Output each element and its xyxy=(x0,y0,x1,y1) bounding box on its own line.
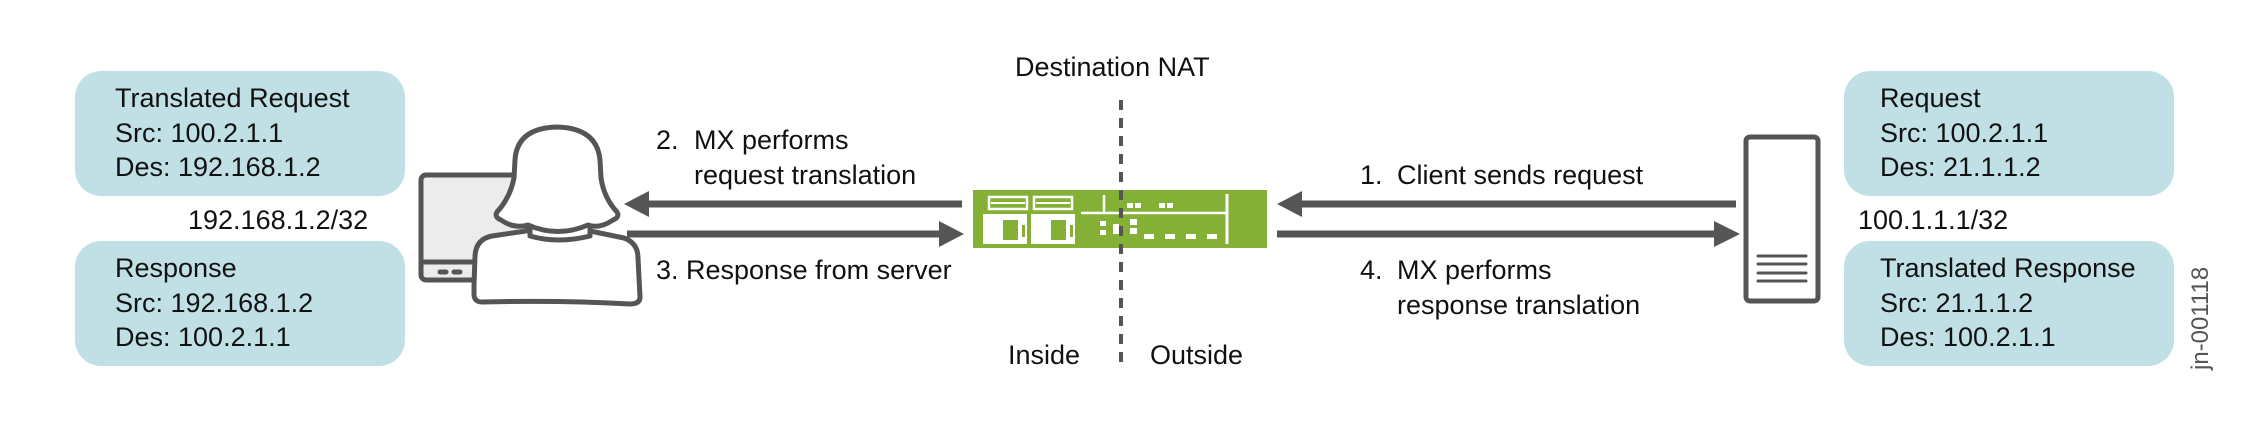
translated-request-box: Translated Request Src: 100.2.1.1 Des: 1… xyxy=(75,71,405,196)
box-heading: Request xyxy=(1880,83,1981,113)
box-heading: Response xyxy=(115,253,237,283)
step2-line2: request translation xyxy=(694,160,917,190)
step1-number: 1. xyxy=(1360,160,1383,190)
box-des: Des: 21.1.1.2 xyxy=(1880,152,2041,182)
arrow-step2-to-user xyxy=(624,191,962,217)
box-heading: Translated Request xyxy=(115,83,350,113)
step2-line1: MX performs xyxy=(694,125,849,155)
server-address-label: 100.1.1.1/32 xyxy=(1858,205,2009,235)
box-src: Src: 100.2.1.1 xyxy=(1880,117,2049,148)
figure-id: jn-001118 xyxy=(2187,266,2214,370)
arrow-step4-to-server xyxy=(1277,221,1740,247)
box-des: Des: 100.2.1.1 xyxy=(1880,322,2056,352)
step4-line1: MX performs xyxy=(1397,255,1552,285)
inside-zone-label: Inside xyxy=(1008,340,1081,370)
step4-number: 4. xyxy=(1360,255,1383,285)
outside-zone-label: Outside xyxy=(1150,340,1244,370)
box-src: Src: 21.1.1.2 xyxy=(1880,287,2034,318)
step3-number: 3. xyxy=(656,255,679,285)
box-heading: Translated Response xyxy=(1880,253,2136,283)
translated-response-box: Translated Response Src: 21.1.1.2 Des: 1… xyxy=(1844,241,2174,366)
step2-number: 2. xyxy=(656,125,679,155)
user-at-computer-icon xyxy=(418,124,643,307)
server-icon xyxy=(1743,134,1821,304)
arrow-step3-to-router xyxy=(627,221,964,247)
box-des: Des: 100.2.1.1 xyxy=(115,322,291,352)
box-src: Src: 100.2.1.1 xyxy=(115,117,284,148)
diagram-title: Destination NAT xyxy=(1015,52,1210,82)
arrow-step1-to-router xyxy=(1277,191,1736,217)
client-address-label: 192.168.1.2/32 xyxy=(188,205,369,235)
step1-line1: Client sends request xyxy=(1397,160,1644,190)
person-icon xyxy=(471,124,643,307)
box-src: Src: 192.168.1.2 xyxy=(115,287,314,318)
step3-line1: Response from server xyxy=(686,255,952,285)
request-box: Request Src: 100.2.1.1 Des: 21.1.1.2 xyxy=(1844,71,2174,196)
box-des: Des: 192.168.1.2 xyxy=(115,152,321,182)
response-box: Response Src: 192.168.1.2 Des: 100.2.1.1 xyxy=(75,241,405,366)
step4-line2: response translation xyxy=(1397,290,1641,320)
